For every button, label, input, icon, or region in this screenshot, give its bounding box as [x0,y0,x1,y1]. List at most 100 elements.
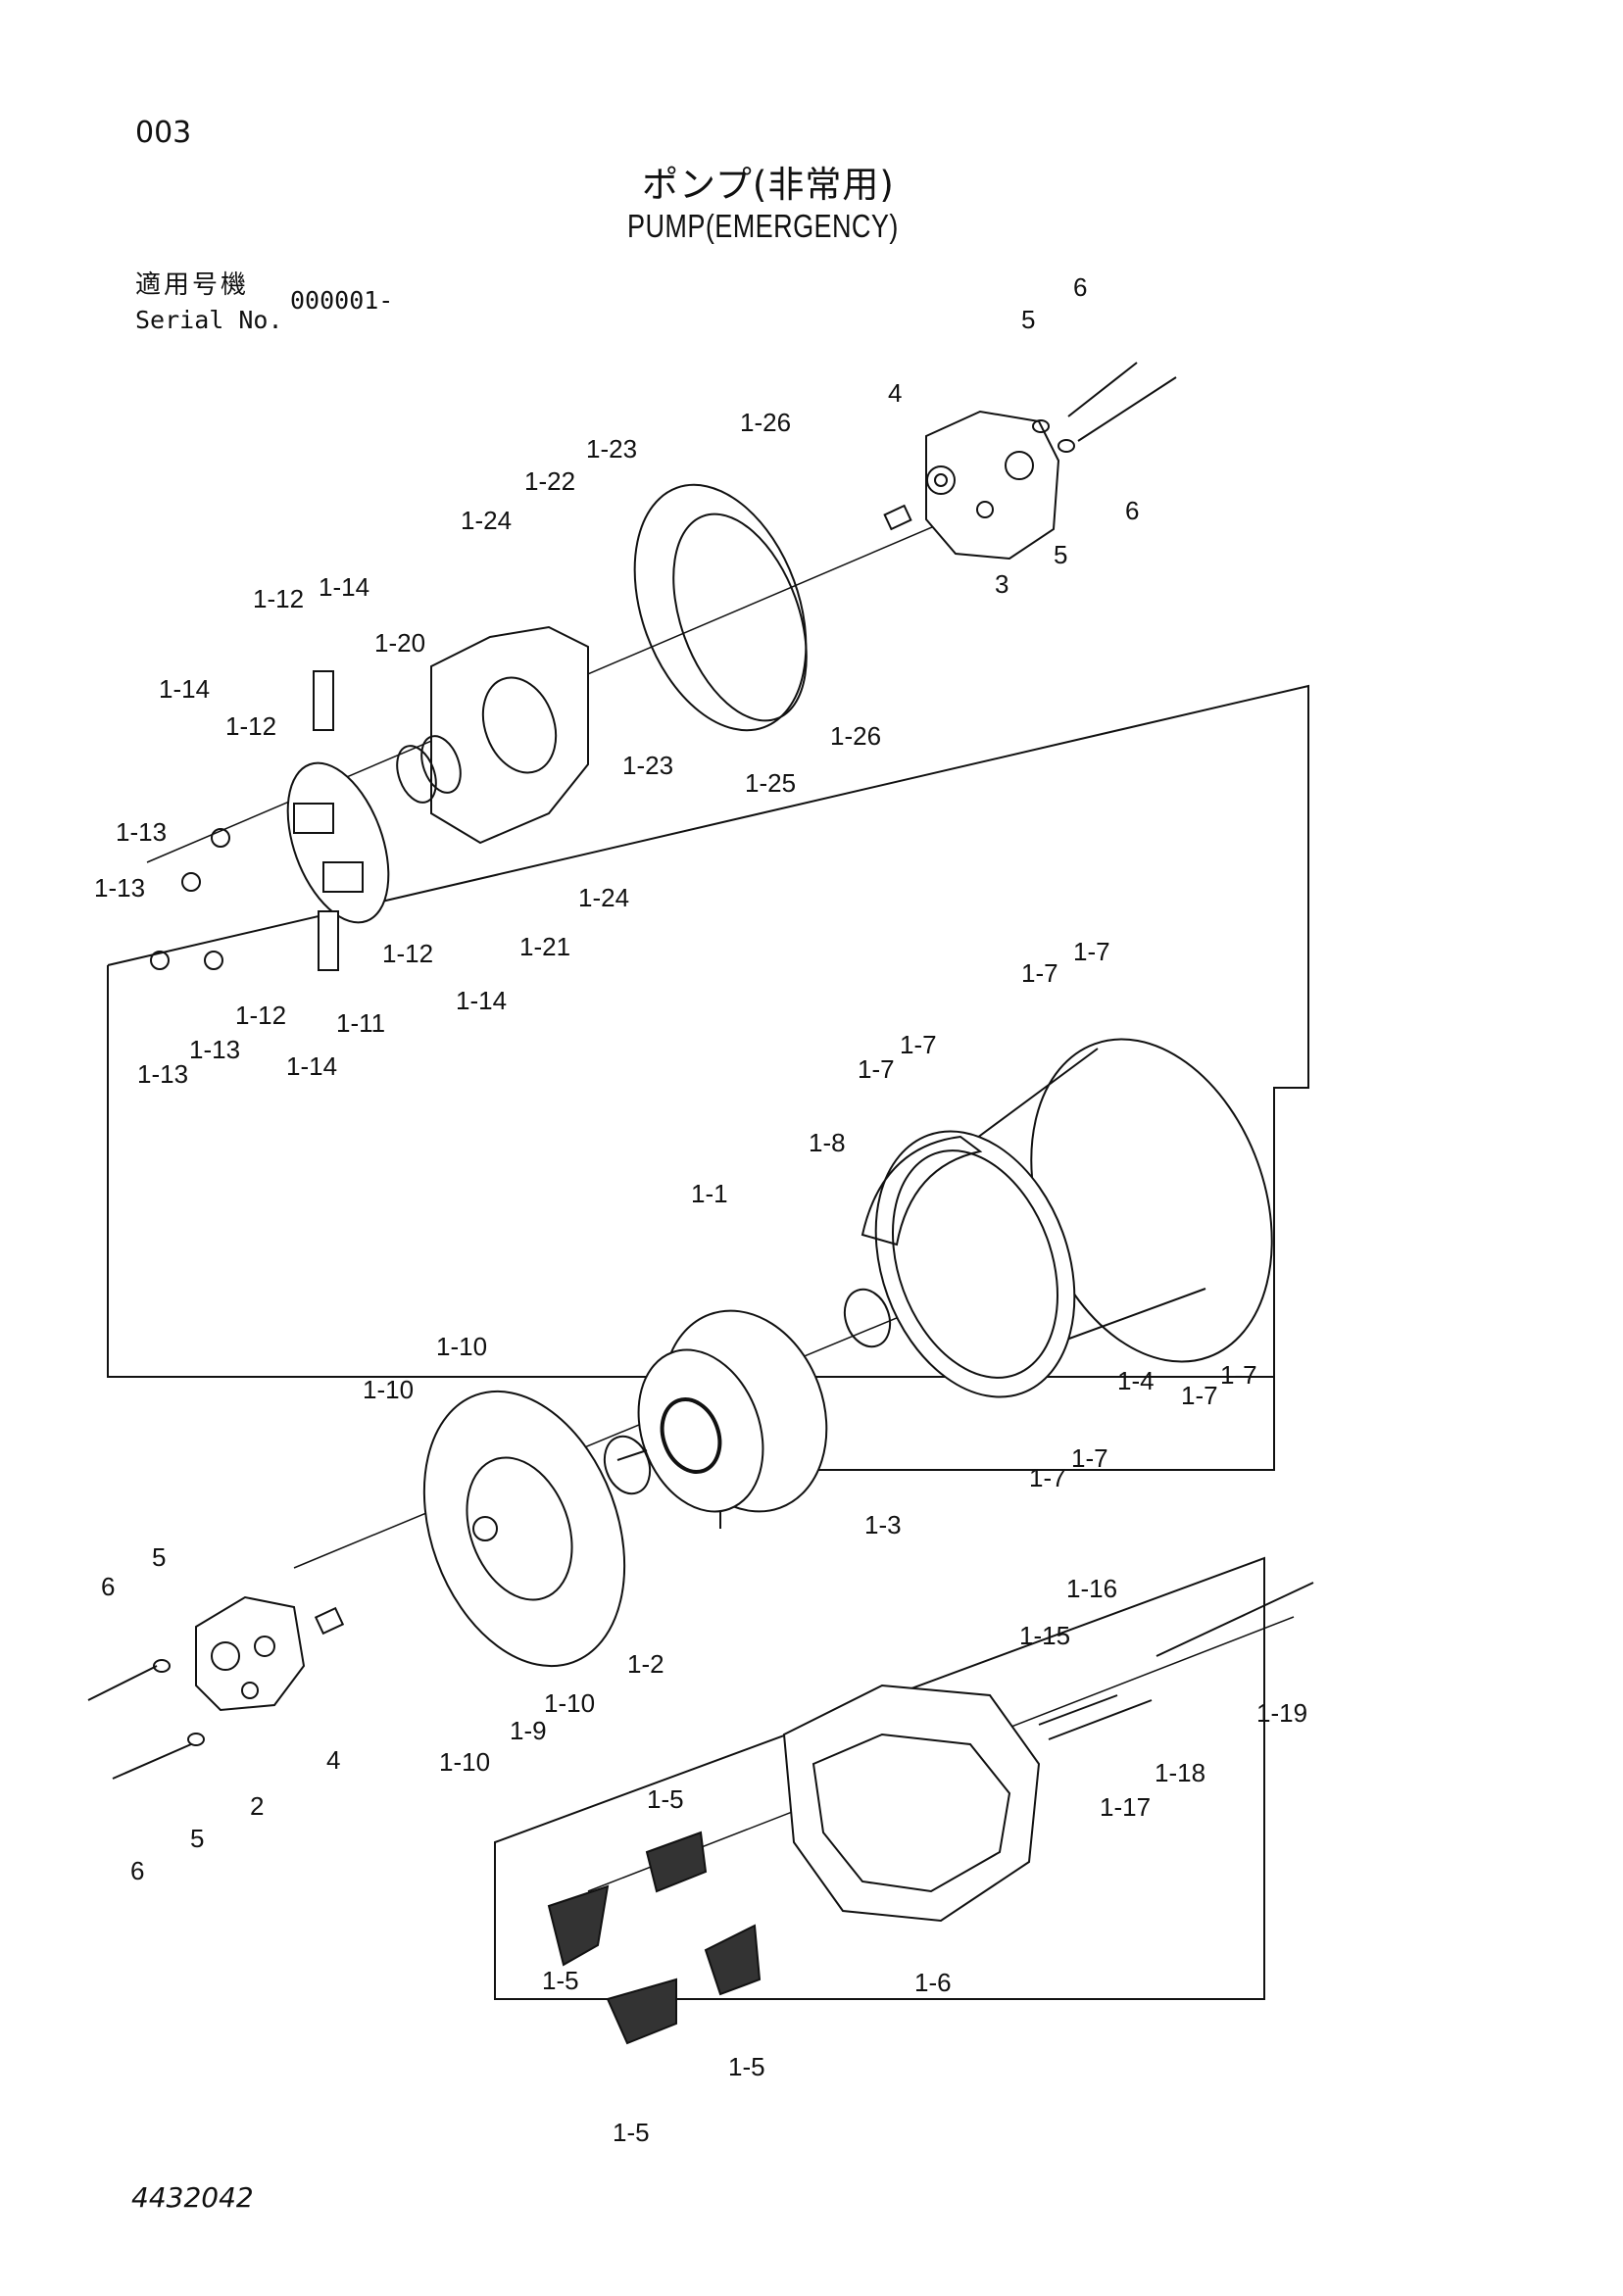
callout-label: 1-13 [137,1059,188,1089]
callout-label: 1-14 [159,674,210,704]
pump-bolt-upper-a [1067,362,1138,417]
callout-label: 1-23 [586,434,637,464]
callout-label: 1-5 [613,2118,650,2147]
callout-label: 5 [190,1824,204,1853]
washer-upper-a [1032,419,1050,433]
callout-label: 5 [152,1542,166,1572]
callout-label: 1-17 [1100,1792,1151,1822]
callout-label: 1-12 [253,584,304,613]
serial-label-english: Serial No. [135,306,283,334]
brush-holder-bracket [430,625,589,845]
pump-bolt-upper-b [1077,376,1177,442]
callout-label: 1-10 [544,1688,595,1718]
callout-label: 1-13 [189,1035,240,1064]
callout-label: 4 [888,378,902,408]
callout-label: 5 [1054,540,1067,569]
ring-1-21 [420,735,462,794]
callout-label: 1-12 [382,939,433,968]
brush-holder-plate [286,670,390,971]
bearing-1-2 [603,1435,652,1495]
callout-label: 1-7 [1220,1360,1257,1390]
callout-label: 1-14 [319,572,369,602]
callout-label: 1-11 [336,1008,385,1038]
callout-label: 1-23 [622,751,673,780]
armature [616,1309,828,1513]
callout-label: 1-10 [439,1747,490,1777]
callout-label: 1-6 [914,1968,952,1997]
callout-label: 1-15 [1019,1621,1070,1650]
end-bracket [422,1390,626,1668]
spring-1-13-c [150,951,170,970]
assembly-outline-lower [494,1556,1265,2000]
callout-label: 5 [1021,305,1035,334]
callout-label: 3 [995,569,1008,599]
callout-label: 1-1 [691,1179,728,1208]
gear-pump-lower [195,1595,306,1712]
callout-label: 1-10 [363,1375,414,1404]
pole-shoe-d [606,1978,677,2045]
motor-yoke [874,1038,1273,1398]
callout-label: 1-22 [524,466,575,496]
callout-label: 1-12 [235,1001,286,1030]
washer-lower-a [153,1659,171,1673]
callout-label: 1-7 [1021,958,1058,988]
callout-label: 1-4 [1117,1366,1155,1395]
callout-label: 1-7 [1073,937,1110,966]
washer-upper-b [1057,439,1075,453]
callout-label: 1-14 [456,986,507,1015]
cover-ring [633,483,808,732]
callout-label: 1-5 [542,1966,579,1995]
callout-label: 1-12 [225,711,276,741]
callout-label: 1-7 [858,1054,895,1084]
callout-label: 6 [1125,496,1139,525]
callout-label: 1-14 [286,1051,337,1081]
gear-pump-upper [925,410,1060,561]
ring-1-20 [396,745,437,804]
callout-label: 1-9 [510,1716,547,1745]
callout-label: 1-5 [728,2052,765,2081]
callout-label: 1-25 [745,768,796,798]
pole-shoe-b [547,1884,610,1967]
callout-label: 1-26 [740,408,791,437]
callout-label: 1-10 [436,1332,487,1361]
callout-label: 1-24 [461,506,512,535]
spring-1-13-b [181,872,201,892]
bearing-1-3 [843,1288,892,1348]
callout-label: 1-24 [578,883,629,912]
washer-lower-b [187,1733,205,1746]
pump-bolt-lower-a [87,1665,158,1701]
page-number: 003 [135,116,192,150]
serial-label-japanese: 適用号機 [135,270,250,300]
callout-label: 1-7 [1071,1443,1108,1473]
callout-label: 1-5 [647,1784,684,1814]
callout-label: 1-13 [116,817,167,847]
lead-wire-1-19 [1156,1582,1314,1657]
callout-label: 1-19 [1256,1698,1307,1728]
callout-label: 1-26 [830,721,881,751]
pole-shoe-a [645,1831,708,1893]
serial-number-value: 000001- [290,286,394,315]
pump-bolt-lower-b [112,1743,192,1780]
callout-label: 1-18 [1155,1758,1205,1787]
callout-label: 1-7 [1029,1463,1066,1492]
callout-label: 1-21 [519,932,570,961]
callout-label: 1-3 [864,1510,902,1539]
callout-label: 1-13 [94,873,145,903]
spring-1-13-d [204,951,223,970]
callout-label: 2 [250,1791,264,1821]
coupling-upper [883,504,912,531]
callout-labels: 6 5 6 5 4 3 1-26 1-26 1-25 1-23 1-23 1-2… [94,272,1307,2147]
callout-label: 1-2 [627,1649,664,1679]
page-title-japanese: ポンプ(非常用) [642,164,895,206]
callout-label: 1-20 [374,628,425,658]
callout-label: 1-16 [1066,1574,1117,1603]
callout-label: 6 [101,1572,115,1601]
callout-label: 1-7 [1181,1381,1218,1410]
spring-1-13-a [211,828,230,848]
callout-label: 6 [1073,272,1087,302]
field-coil [782,1684,1153,1923]
pole-shoe-c [704,1924,762,1996]
callout-label: 6 [130,1856,144,1885]
callout-label: 4 [326,1745,340,1775]
